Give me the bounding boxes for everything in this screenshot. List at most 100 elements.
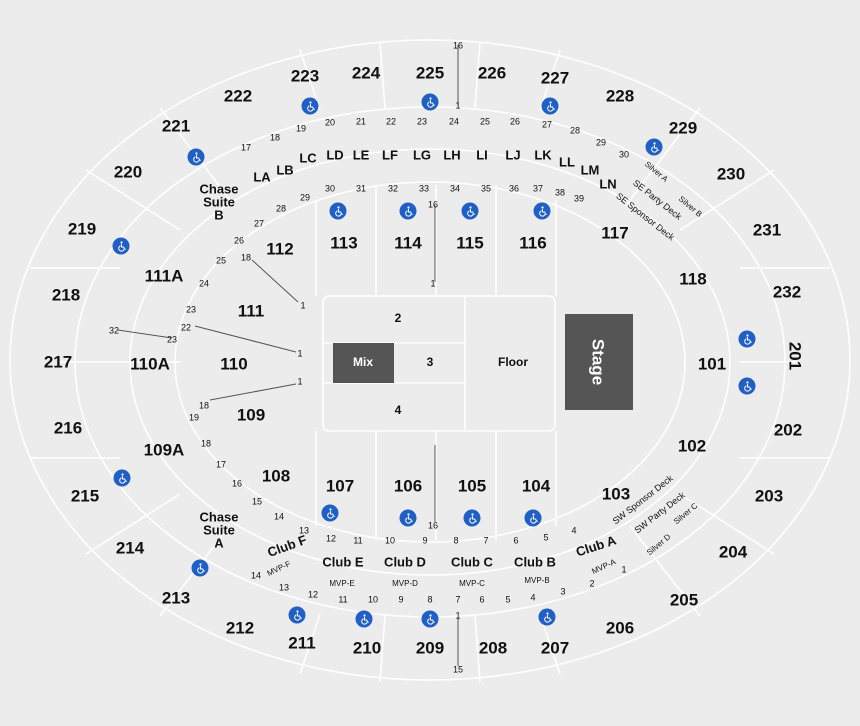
row-number: 7 (483, 535, 489, 546)
row-number: 27 (541, 119, 553, 130)
row-number: 28 (275, 203, 287, 214)
floor-section-2: 2 (394, 311, 402, 325)
row-number: 32 (387, 183, 399, 194)
wheelchair-icon (421, 93, 439, 111)
section-204: 204 (718, 542, 748, 562)
row-number: 37 (532, 183, 544, 194)
suite-LC: LC (299, 150, 317, 166)
row-number: 10 (384, 535, 396, 546)
section-111A: 111A (144, 266, 184, 286)
section-110A: 110A (130, 354, 170, 374)
section-116: 116 (519, 233, 547, 253)
row-number: 22 (385, 116, 397, 127)
section-105: 105 (457, 476, 487, 496)
mvp-b: MVP-B (524, 576, 550, 585)
row-number: 12 (307, 589, 319, 600)
wheelchair-icon (329, 202, 347, 220)
wheelchair-icon (738, 330, 756, 348)
row-number: 1 (297, 348, 303, 359)
row-number: 7 (455, 594, 461, 605)
row-number: 14 (250, 570, 262, 581)
section-230: 230 (716, 164, 746, 184)
row-number: 38 (554, 187, 566, 198)
section-210: 210 (352, 638, 382, 658)
section-207: 207 (540, 638, 570, 658)
suite-LN: LN (599, 176, 617, 192)
wheelchair-icon (399, 202, 417, 220)
section-113: 113 (330, 233, 358, 253)
row-number: 33 (418, 183, 430, 194)
section-118: 118 (679, 269, 707, 289)
row-number: 1 (430, 278, 436, 289)
suite-LK: LK (534, 147, 552, 163)
row-number: 31 (355, 183, 367, 194)
section-114: 114 (394, 233, 422, 253)
suite-LF: LF (382, 147, 398, 163)
wheelchair-icon (541, 97, 559, 115)
row-number: 29 (595, 137, 607, 148)
suite-LB: LB (276, 162, 294, 178)
section-224: 224 (351, 63, 381, 83)
row-number: 13 (298, 525, 310, 536)
section-211: 211 (288, 633, 316, 653)
row-number: 25 (215, 255, 227, 266)
section-225: 225 (415, 63, 445, 83)
floor-label: Floor (498, 355, 528, 369)
row-number: 4 (530, 592, 536, 603)
row-number: 11 (338, 594, 348, 605)
row-number: 36 (508, 183, 520, 194)
row-number: 3 (560, 586, 566, 597)
row-number: 1 (455, 100, 461, 111)
wheelchair-icon (461, 202, 479, 220)
floor-section-3: 3 (426, 355, 434, 369)
wheelchair-icon (113, 469, 131, 487)
row-number: 30 (618, 149, 630, 160)
section-108: 108 (261, 466, 291, 486)
mvp-d: MVP-D (392, 579, 418, 588)
row-number: 2 (589, 578, 595, 589)
row-number: 32 (108, 325, 120, 336)
row-number: 1 (297, 376, 303, 387)
row-number: 28 (569, 125, 581, 136)
wheelchair-icon (355, 610, 373, 628)
row-number: 27 (253, 218, 265, 229)
row-number: 1 (621, 564, 627, 575)
row-number: 15 (452, 664, 464, 675)
row-number: 18 (240, 252, 252, 263)
wheelchair-icon (524, 509, 542, 527)
suite-LE: LE (352, 147, 370, 163)
wheelchair-icon (738, 377, 756, 395)
row-number: 1 (455, 610, 461, 621)
row-number: 26 (233, 235, 245, 246)
mix-block (333, 343, 394, 383)
row-number: 23 (416, 116, 428, 127)
section-112: 112 (266, 239, 294, 259)
row-number: 24 (198, 278, 210, 289)
chase-suite-a: Chase Suite A (199, 509, 239, 551)
section-201: 201 (785, 341, 805, 371)
section-232: 232 (772, 282, 802, 302)
row-number: 25 (479, 116, 491, 127)
section-202: 202 (773, 420, 803, 440)
section-111: 111 (237, 301, 265, 321)
row-number: 6 (513, 535, 519, 546)
row-number: 19 (188, 412, 200, 423)
section-231: 231 (752, 220, 782, 240)
row-number: 16 (427, 199, 439, 210)
row-number: 11 (353, 535, 363, 546)
suite-LH: LH (443, 147, 461, 163)
wheelchair-icon (421, 610, 439, 628)
row-number: 23 (185, 304, 197, 315)
section-206: 206 (605, 618, 635, 638)
floor-section-4: 4 (394, 403, 402, 417)
row-number: 34 (449, 183, 461, 194)
suite-LD: LD (326, 147, 344, 163)
section-227: 227 (540, 68, 570, 88)
section-222: 222 (223, 86, 253, 106)
section-109: 109 (236, 405, 266, 425)
wheelchair-icon (288, 606, 306, 624)
wheelchair-icon (533, 202, 551, 220)
club-e: Club E (322, 554, 364, 570)
